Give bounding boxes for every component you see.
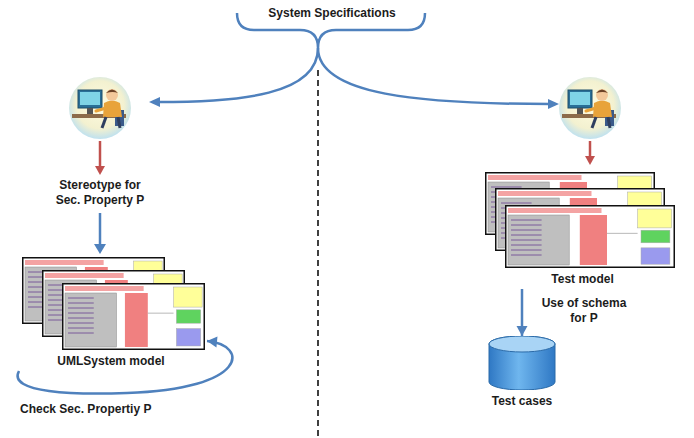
window-row — [491, 187, 522, 188]
model-window — [506, 206, 675, 268]
engineer-icon — [69, 77, 131, 139]
node-caption: Test model — [475, 272, 690, 287]
window-box — [641, 230, 670, 243]
window-box — [174, 287, 203, 307]
window-row — [511, 240, 542, 241]
arrow-head — [207, 336, 217, 347]
window-frame — [63, 284, 205, 350]
window-frame — [506, 206, 675, 268]
connector — [517, 289, 528, 336]
window-row — [511, 250, 542, 251]
window-row — [511, 230, 542, 231]
edge-label: Check Sec. Propertiy P — [20, 402, 151, 416]
model-picture — [15, 255, 207, 350]
cylinder-body — [489, 336, 555, 390]
window-row — [68, 323, 94, 324]
window-row — [68, 298, 94, 299]
arrow-head — [94, 244, 106, 254]
window-bar — [65, 286, 144, 291]
window-row — [68, 333, 94, 334]
model-stack: UMLSystem model — [15, 255, 207, 371]
window-row — [511, 235, 542, 236]
window-row — [511, 225, 542, 226]
model-picture — [485, 168, 680, 268]
divider-line — [317, 70, 319, 438]
engineer-icon — [559, 77, 621, 139]
window-row — [607, 233, 638, 234]
window-bar — [488, 175, 582, 180]
window-panel — [65, 293, 116, 347]
window-panel — [508, 215, 569, 265]
text-label: System Specifications — [262, 6, 402, 21]
spec-bracket — [158, 13, 550, 104]
cylinder-shape — [482, 336, 562, 390]
window-box — [176, 310, 200, 323]
model-stack: Test model — [485, 168, 680, 289]
window-row — [511, 220, 542, 221]
window-row — [68, 328, 94, 329]
red-arrow — [99, 141, 102, 168]
window-row — [511, 255, 542, 256]
database-cylinder: Test cases — [482, 336, 562, 411]
text-label: Stereotype for Sec. Property P — [47, 178, 153, 208]
window-bar — [25, 260, 104, 265]
window-row — [501, 203, 532, 204]
red-arrow — [589, 141, 592, 158]
arrow-head — [548, 99, 559, 109]
window-bar — [45, 273, 124, 278]
text-label: Stereotype for Sec. Property P — [56, 178, 145, 207]
arrow-head — [585, 156, 595, 165]
edge-label: Use of schema for P — [542, 296, 627, 325]
window-panel — [580, 215, 607, 265]
window-row — [148, 313, 174, 314]
arrow-head — [149, 97, 160, 107]
arrow-head — [517, 326, 528, 336]
arrow-head — [95, 166, 105, 175]
window-panel — [125, 293, 148, 347]
cylinder-top — [489, 336, 555, 352]
window-bar — [498, 191, 592, 196]
blue-arrow — [99, 213, 102, 246]
node-caption: Test cases — [472, 394, 572, 409]
window-row — [68, 313, 94, 314]
text-label: System Specifications — [268, 6, 395, 20]
window-row — [68, 318, 94, 319]
window-box — [641, 248, 670, 264]
node-caption: UMLSystem model — [5, 354, 217, 369]
window-row — [68, 303, 94, 304]
window-row — [511, 245, 542, 246]
edge-label: Check Sec. Propertiy P — [20, 402, 151, 417]
window-box — [638, 209, 672, 228]
edge-label: Use of schema for P — [534, 296, 634, 326]
model-window — [63, 284, 205, 350]
window-box — [176, 329, 200, 346]
window-bar — [508, 208, 602, 213]
window-row — [68, 308, 94, 309]
